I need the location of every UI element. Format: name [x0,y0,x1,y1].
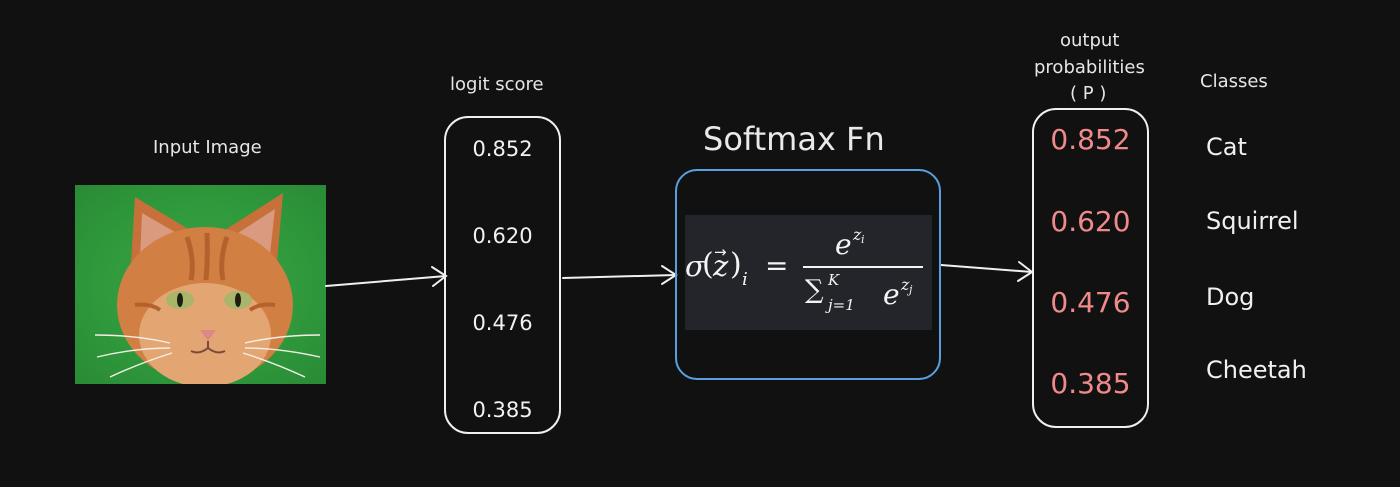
formula-subscript-i: i [742,269,748,290]
sum-upper-K: K [828,271,840,289]
vector-arrow-icon: → [714,243,727,261]
class-squirrel: Squirrel [1206,207,1299,235]
logit-value-4: 0.385 [472,398,533,422]
denominator-z: z [901,275,910,294]
softmax-box [675,169,941,380]
denominator-j: j [909,283,913,296]
class-cat: Cat [1206,133,1247,161]
formula-z: z [713,249,729,283]
formula-sigma: σ [685,249,705,283]
arrow-image-to-logits [325,266,448,287]
cat-image [75,185,326,384]
numerator-i: i [861,233,865,246]
fraction-bar [803,266,923,268]
output-label-line3: ( P ) [1070,83,1107,104]
formula-paren-open: ( [702,247,714,282]
probability-value-1: 0.852 [1050,123,1131,156]
arrow-logits-to-softmax [562,265,678,285]
output-probabilities-box [1032,108,1149,428]
logit-value-2: 0.620 [472,224,533,248]
formula-paren-close: ) [730,247,742,282]
softmax-title: Softmax Fn [703,120,885,158]
cat-illustration [94,193,321,384]
probability-value-4: 0.385 [1050,367,1131,400]
denominator-e: e [883,278,900,311]
logit-score-box [444,116,561,434]
logit-value-1: 0.852 [472,137,533,161]
softmax-formula: σ ( z → ) i = e z i ∑ K j=1 e z j [685,215,932,330]
formula-equals: = [765,249,789,282]
probability-value-3: 0.476 [1050,286,1131,319]
sum-symbol: ∑ [805,275,824,305]
class-cheetah: Cheetah [1206,356,1307,384]
logit-score-label: logit score [450,74,544,95]
output-label-line2: probabilities [1034,57,1145,78]
output-label-line1: output [1060,30,1120,51]
numerator-e: e [835,228,852,261]
logit-value-3: 0.476 [472,311,533,335]
classes-label: Classes [1200,71,1268,92]
class-dog: Dog [1206,283,1255,311]
probability-value-2: 0.620 [1050,205,1131,238]
numerator-z: z [853,225,862,244]
input-image-label: Input Image [153,137,262,158]
arrow-softmax-to-output [940,261,1034,282]
sum-lower-j: j=1 [828,296,855,314]
